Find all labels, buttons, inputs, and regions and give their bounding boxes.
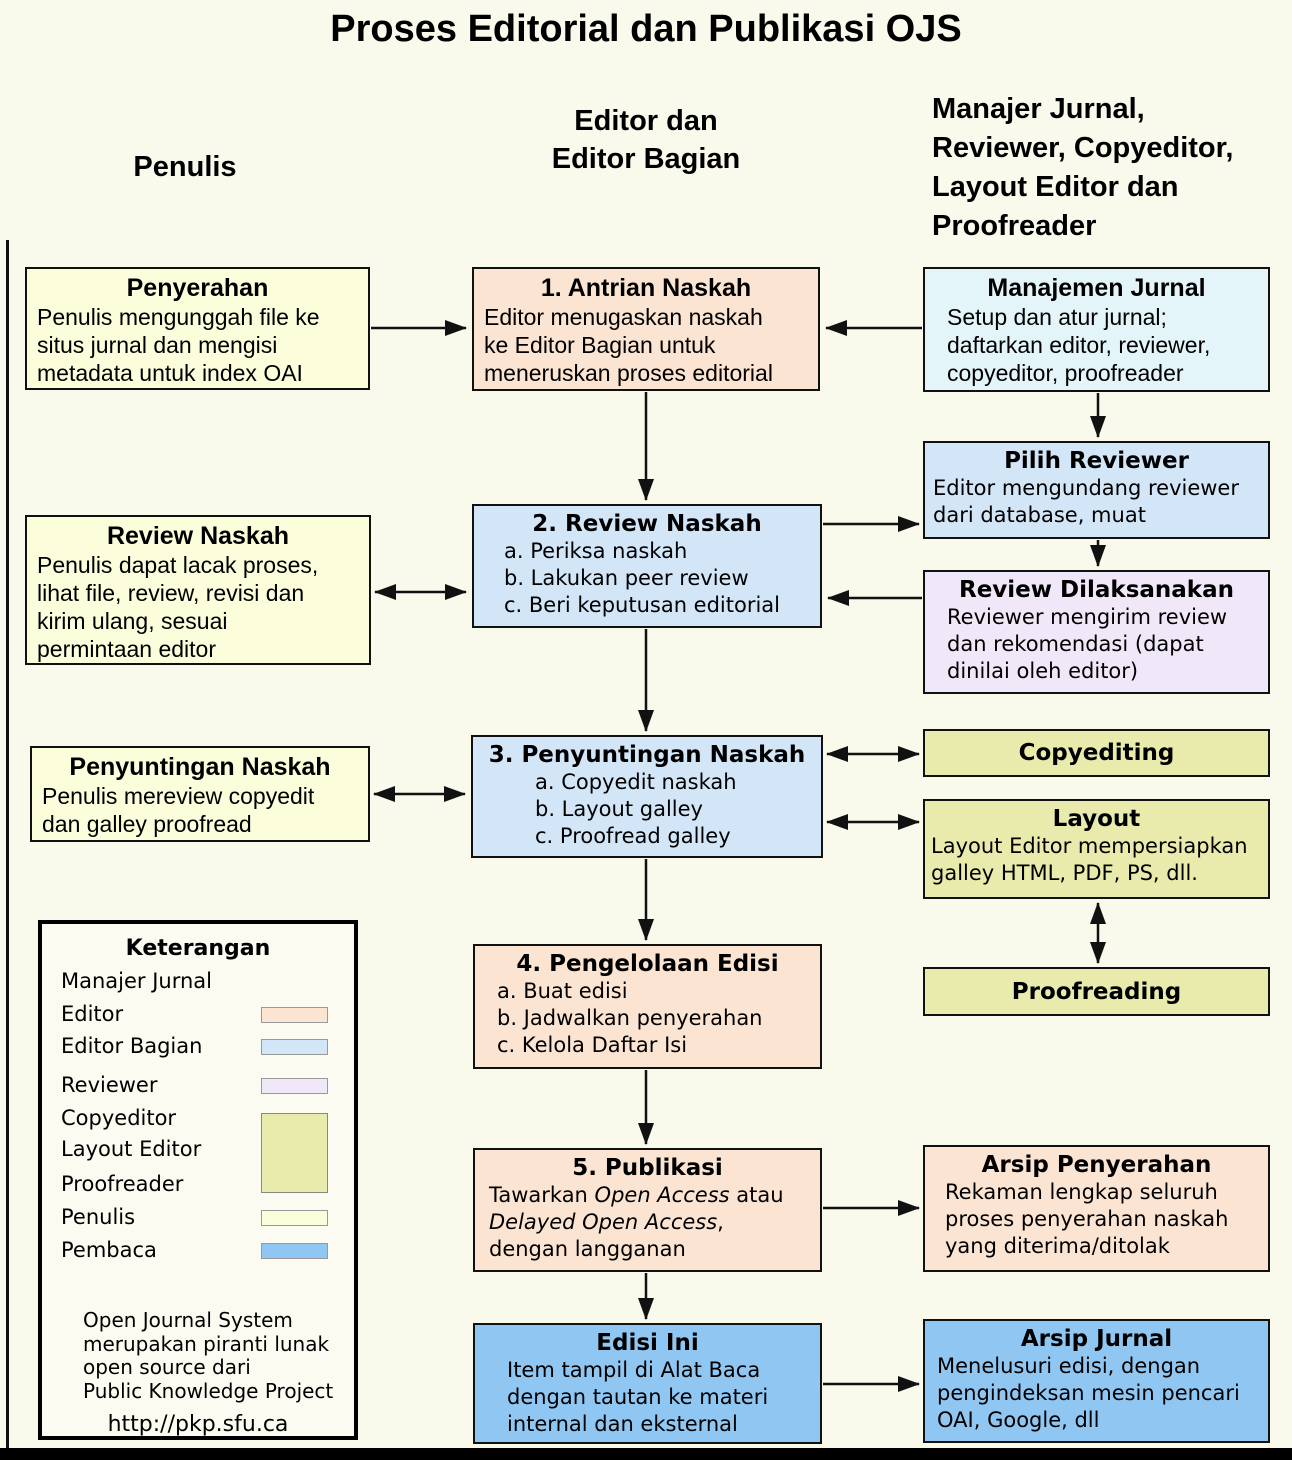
box-arsip-penyerahan-title: Arsip Penyerahan — [981, 1152, 1212, 1178]
column-header-penulis: Penulis — [133, 151, 237, 183]
box-review-dilaksanakan: Review Dilaksanakan Reviewer mengirim re… — [923, 570, 1270, 694]
box-layout: Layout Layout Editor mempersiapkan galle… — [923, 799, 1270, 899]
box-review-naskah-title: 2. Review Naskah — [532, 511, 762, 537]
box-review-naskah-steps: a. Periksa naskah b. Lakukan peer review… — [504, 539, 781, 617]
publikasi-text: Tawarkan — [489, 1183, 595, 1207]
box-antrian-naskah: 1. Antrian Naskah Editor menugaskan nask… — [472, 267, 820, 391]
publikasi-delayed-open-access: Delayed Open Access — [489, 1210, 718, 1234]
box-penyuntingan-penulis-title: Penyuntingan Naskah — [69, 753, 331, 781]
box-antrian-naskah-title: 1. Antrian Naskah — [540, 274, 752, 302]
legend-swatch-copyeditor-layout-proofreader — [261, 1113, 328, 1193]
box-edisi-ini-body: Item tampil di Alat Baca dengan tautan k… — [507, 1358, 769, 1436]
box-pengelolaan-edisi-title: 4. Pengelolaan Edisi — [516, 951, 779, 977]
box-review-dilaksanakan-body: Reviewer mengirim review dan rekomendasi… — [947, 605, 1228, 683]
legend-swatch-editor — [261, 1007, 328, 1023]
legend-footer-text: Open Journal System merupakan piranti lu… — [83, 1308, 334, 1403]
box-arsip-penyerahan-body: Rekaman lengkap seluruh proses penyeraha… — [945, 1180, 1229, 1258]
box-layout-body: Layout Editor mempersiapkan galley HTML,… — [931, 834, 1248, 885]
legend-swatch-reviewer — [261, 1078, 328, 1094]
column-header-editor: Editor dan Editor Bagian — [551, 105, 741, 175]
legend-swatch-penulis — [261, 1210, 328, 1226]
box-arsip-penyerahan: Arsip Penyerahan Rekaman lengkap seluruh… — [923, 1145, 1270, 1272]
box-copyediting: Copyediting — [923, 729, 1270, 777]
box-proofreading: Proofreading — [923, 967, 1270, 1016]
box-arsip-jurnal-body: Menelusuri edisi, dengan pengindeksan me… — [937, 1354, 1240, 1432]
box-arsip-jurnal-title: Arsip Jurnal — [1020, 1326, 1173, 1352]
legend-label-manajer-jurnal: Manajer Jurnal — [61, 969, 213, 993]
box-review-naskah-penulis-title: Review Naskah — [106, 522, 290, 550]
legend-title: Keterangan — [125, 936, 271, 961]
box-manajemen-jurnal-body: Setup dan atur jurnal; daftarkan editor,… — [947, 304, 1211, 386]
box-review-naskah-penulis: Review Naskah Penulis dapat lacak proses… — [25, 515, 371, 665]
legend-label-copyeditor: Copyeditor — [61, 1106, 177, 1130]
box-review-dilaksanakan-title: Review Dilaksanakan — [958, 577, 1234, 603]
publikasi-text: atau — [729, 1183, 784, 1207]
publikasi-open-access: Open Access — [594, 1183, 730, 1207]
legend-swatch-pembaca — [261, 1243, 328, 1259]
box-pengelolaan-edisi: 4. Pengelolaan Edisi a. Buat edisi b. Ja… — [473, 944, 822, 1069]
legend-label-editor-bagian: Editor Bagian — [61, 1034, 203, 1058]
publikasi-text: , — [717, 1210, 724, 1234]
box-penyuntingan-penulis-body: Penulis mereview copyedit dan galley pro… — [42, 783, 315, 837]
legend-label-layout-editor: Layout Editor — [61, 1137, 202, 1161]
publikasi-text: dengan langganan — [489, 1237, 686, 1261]
box-penyuntingan-naskah-title: 3. Penyuntingan Naskah — [488, 742, 806, 768]
column-header-manajer-reviewer: Manajer Jurnal, Reviewer, Copyeditor, La… — [932, 93, 1234, 242]
box-edisi-ini-title: Edisi Ini — [596, 1330, 699, 1356]
box-penyuntingan-penulis: Penyuntingan Naskah Penulis mereview cop… — [30, 746, 370, 842]
page-title: Proses Editorial dan Publikasi OJS — [330, 8, 962, 50]
page-bottom-border — [0, 1448, 1292, 1460]
box-penyuntingan-naskah: 3. Penyuntingan Naskah a. Copyedit naska… — [471, 735, 823, 858]
box-review-naskah-penulis-body: Penulis dapat lacak proses, lihat file, … — [37, 552, 319, 662]
box-manajemen-jurnal: Manajemen Jurnal Setup dan atur jurnal; … — [923, 267, 1270, 392]
box-antrian-naskah-body: Editor menugaskan naskah ke Editor Bagia… — [484, 304, 773, 386]
box-arsip-jurnal: Arsip Jurnal Menelusuri edisi, dengan pe… — [923, 1319, 1270, 1443]
box-penyerahan-body: Penulis mengunggah file ke situs jurnal … — [37, 304, 320, 386]
legend-label-reviewer: Reviewer — [61, 1073, 158, 1097]
legend: Keterangan Manajer Jurnal Editor Editor … — [38, 920, 358, 1440]
box-publikasi-title: 5. Publikasi — [572, 1155, 723, 1181]
legend-label-penulis: Penulis — [61, 1205, 136, 1229]
box-pilih-reviewer-body: Editor mengundang reviewer dari database… — [933, 476, 1239, 527]
box-penyuntingan-naskah-steps: a. Copyedit naskah b. Layout galley c. P… — [535, 770, 737, 848]
pkp-url: http://pkp.sfu.ca — [107, 1412, 289, 1437]
box-penyerahan: Penyerahan Penulis mengunggah file ke si… — [25, 267, 370, 390]
box-manajemen-jurnal-title: Manajemen Jurnal — [987, 274, 1206, 302]
box-edisi-ini: Edisi Ini Item tampil di Alat Baca denga… — [473, 1323, 822, 1444]
legend-swatch-editor-bagian — [261, 1039, 328, 1055]
box-layout-title: Layout — [1052, 806, 1141, 832]
box-copyediting-title: Copyediting — [1018, 740, 1175, 766]
page-left-border — [6, 240, 9, 1460]
legend-label-pembaca: Pembaca — [61, 1238, 157, 1262]
box-pilih-reviewer: Pilih Reviewer Editor mengundang reviewe… — [923, 441, 1270, 539]
legend-label-editor: Editor — [61, 1002, 124, 1026]
box-pilih-reviewer-title: Pilih Reviewer — [1004, 448, 1189, 474]
legend-label-proofreader: Proofreader — [61, 1172, 184, 1196]
box-review-naskah: 2. Review Naskah a. Periksa naskah b. La… — [472, 504, 822, 628]
box-pengelolaan-edisi-steps: a. Buat edisi b. Jadwalkan penyerahan c.… — [497, 979, 763, 1057]
box-proofreading-title: Proofreading — [1011, 978, 1182, 1005]
box-penyerahan-title: Penyerahan — [126, 274, 269, 302]
